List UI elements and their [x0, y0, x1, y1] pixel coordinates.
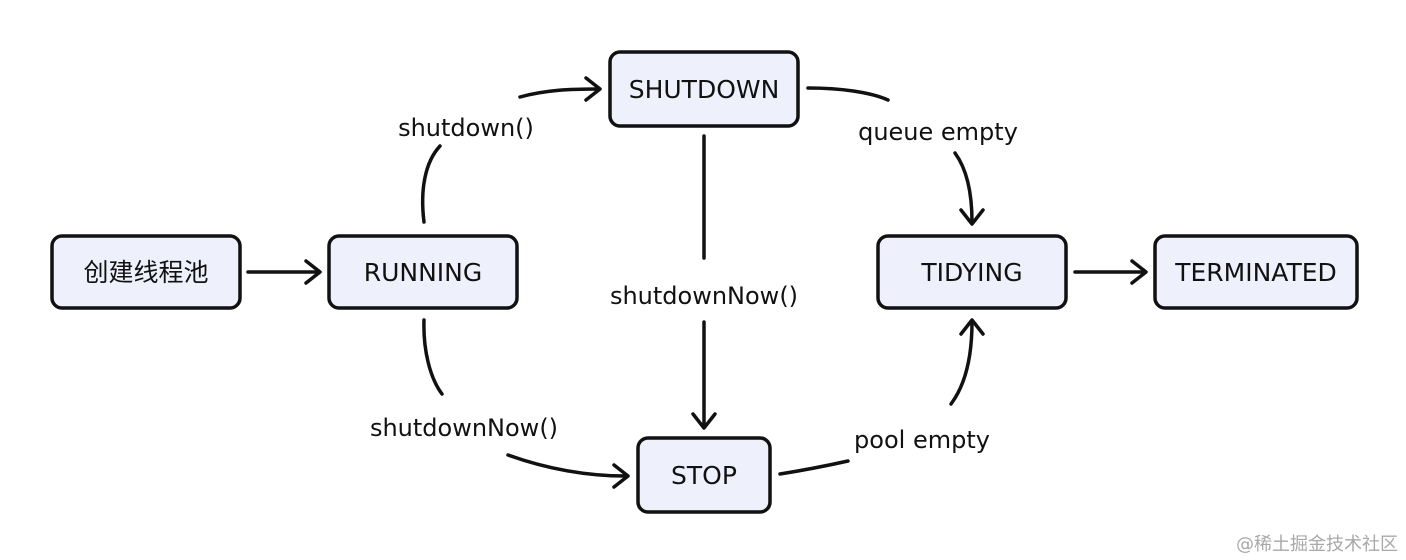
- edge-tidying-to-terminated: [1073, 259, 1148, 285]
- edge-create-to-running: [246, 259, 322, 285]
- node-running: RUNNING: [327, 234, 519, 310]
- edge-label-queue-empty: queue empty: [858, 118, 1018, 146]
- edge-shutdown-to-tidying: [806, 86, 985, 226]
- node-terminated: TERMINATED: [1153, 234, 1359, 310]
- node-label-running: RUNNING: [364, 258, 483, 287]
- node-label-create: 创建线程池: [83, 258, 208, 287]
- node-create-thread-pool: 创建线程池: [50, 234, 242, 310]
- node-label-tidying: TIDYING: [920, 258, 1022, 287]
- edge-label-shutdown: shutdown(): [398, 114, 534, 142]
- edge-running-to-shutdown: [420, 76, 602, 224]
- watermark: @稀土掘金技术社区: [1236, 534, 1398, 555]
- node-label-terminated: TERMINATED: [1174, 258, 1337, 287]
- edge-label-running-shutdownnow: shutdownNow(): [370, 414, 558, 442]
- edge-running-to-stop: [422, 318, 630, 489]
- node-tidying: TIDYING: [876, 234, 1068, 310]
- node-label-stop: STOP: [671, 461, 737, 490]
- edge-shutdown-to-stop: [691, 134, 717, 430]
- edge-label-shutdown-shutdownnow: shutdownNow(): [610, 282, 798, 310]
- node-shutdown: SHUTDOWN: [608, 50, 800, 128]
- node-stop: STOP: [636, 436, 772, 514]
- edge-label-pool-empty: pool empty: [854, 426, 990, 454]
- edge-stop-to-tidying: [778, 318, 985, 476]
- node-label-shutdown: SHUTDOWN: [629, 75, 780, 104]
